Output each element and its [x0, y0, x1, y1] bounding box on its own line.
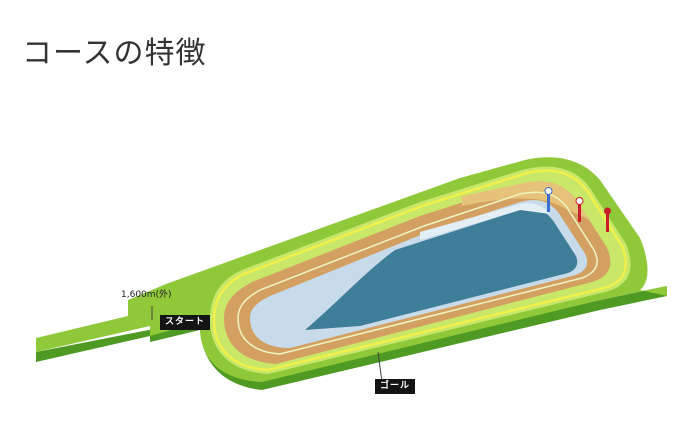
turf-side	[36, 286, 667, 390]
infield-pond	[305, 208, 578, 330]
outer-rail	[212, 169, 627, 372]
furlong-pole-icon	[544, 187, 553, 212]
dirt-highlight	[462, 181, 590, 220]
page-title: コースの特徴	[22, 36, 207, 71]
furlong-pole-icon	[604, 207, 611, 232]
distance-label: 1,600m(外)	[121, 290, 172, 300]
furlong-pole-icon	[575, 197, 584, 222]
goal-line	[377, 351, 383, 383]
infield-pond-light	[420, 203, 550, 240]
goal-label: ゴール	[375, 379, 416, 394]
inner-rail	[237, 191, 598, 355]
start-label: スタート	[160, 315, 211, 330]
